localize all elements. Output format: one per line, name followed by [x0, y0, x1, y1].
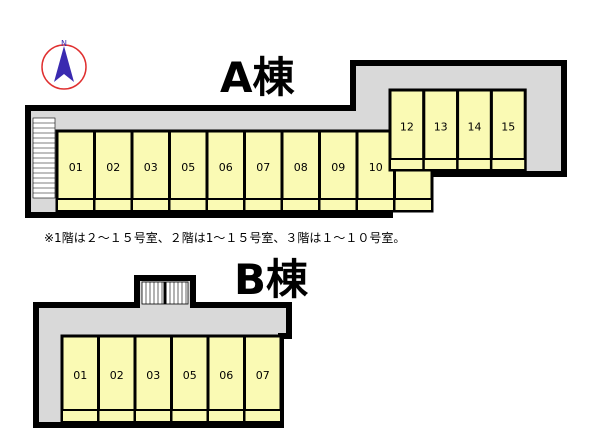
building-b-unit-06: 06 — [206, 334, 246, 424]
unit-label: 14 — [468, 121, 482, 134]
unit-label: 13 — [434, 121, 448, 134]
building-a-unit-07: 07 — [243, 129, 284, 213]
building-a-unit-15: 15 — [489, 88, 527, 172]
building-a-unit-05: 05 — [168, 129, 209, 213]
unit-label: 02 — [106, 161, 120, 174]
building-b-staircase — [141, 281, 189, 305]
unit-label: 01 — [69, 161, 83, 174]
unit-label: 08 — [294, 161, 308, 174]
unit-label: 02 — [110, 369, 124, 382]
building-b-unit-03: 03 — [133, 334, 173, 424]
building-a-staircase — [32, 117, 56, 199]
unit-label: 10 — [369, 161, 383, 174]
unit-label: 15 — [501, 121, 515, 134]
building-b-title: B棟 — [234, 255, 309, 304]
building-a-unit-12: 12 — [388, 88, 426, 172]
building-a-unit-13: 13 — [422, 88, 460, 172]
building-a-unit-14: 14 — [456, 88, 493, 172]
compass-label: N — [61, 39, 67, 48]
building-a-unit-02: 02 — [93, 129, 134, 213]
compass-circle — [41, 44, 87, 90]
building-a-unit-06: 06 — [205, 129, 246, 213]
compass: N — [41, 39, 87, 90]
building-a-unit-08: 08 — [280, 129, 321, 213]
unit-label: 12 — [400, 121, 414, 134]
building-a-unit-03: 03 — [130, 129, 171, 213]
unit-label: 01 — [73, 369, 87, 382]
floor-note: ※1階は２～１５号室、２階は1～１５号室、３階は１～１０号室。 — [44, 230, 405, 245]
north-arrow-icon — [54, 46, 74, 82]
building-b-unit-01: 01 — [60, 334, 100, 424]
unit-label: 06 — [219, 369, 233, 382]
building-a-unit-10: 10 — [355, 129, 396, 213]
unit-label: 09 — [331, 161, 345, 174]
building-a-unit-01: 01 — [55, 129, 96, 213]
building-b: B棟 01 02 03 05 06 07 — [33, 255, 309, 428]
unit-label: 05 — [183, 369, 197, 382]
unit-label: 03 — [144, 161, 158, 174]
building-a-title: A棟 — [220, 53, 296, 102]
unit-label: 06 — [219, 161, 233, 174]
building-b-unit-05: 05 — [170, 334, 210, 424]
building-a-unit-09: 09 — [318, 129, 359, 213]
unit-label: 07 — [256, 161, 270, 174]
unit-label: 07 — [256, 369, 270, 382]
building-b-unit-07: 07 — [243, 334, 283, 424]
unit-label: 05 — [181, 161, 195, 174]
building-b-unit-02: 02 — [97, 334, 137, 424]
unit-label: 03 — [146, 369, 160, 382]
